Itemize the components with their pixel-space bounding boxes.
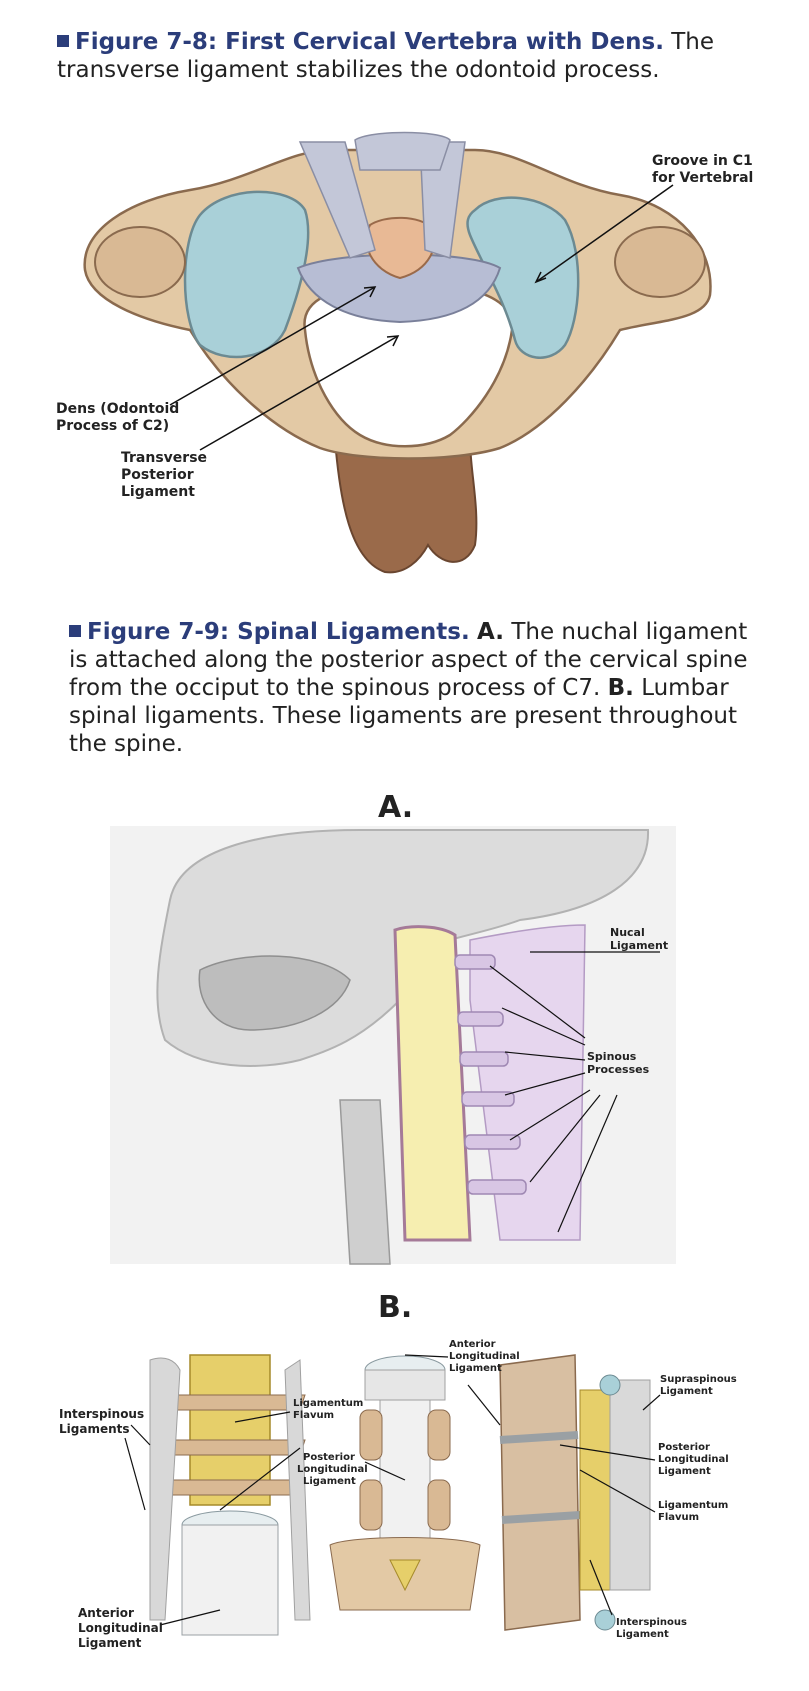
posterior-longitudinal-ligament-shape: [379, 1399, 431, 1611]
spinous-processes-label: Spinous Processes: [587, 1050, 650, 1076]
bullet-square-icon: [69, 625, 81, 637]
jaw-shape: [198, 955, 351, 1031]
trachea-shape: [339, 1099, 391, 1265]
groove-label: Groove in C1 for Vertebral: [652, 153, 758, 186]
right-articular-facet-shape: [466, 196, 580, 359]
spinous-base-shape: [333, 439, 478, 574]
transverse-leader-line: [199, 335, 399, 451]
spinous-process-shape: [457, 1011, 504, 1027]
figure-7-9-caption: Figure 7-9: Spinal Ligaments. A. The nuc…: [69, 618, 759, 758]
spinous-process-shape: [454, 954, 496, 970]
figure-7-9-title: Figure 7-9: Spinal Ligaments.: [87, 619, 470, 645]
dens-arrowhead: [363, 286, 377, 298]
lateral-view-spine: [499, 1354, 651, 1631]
left-transverse-process-shape: [94, 226, 186, 298]
spinous-process-shape: [459, 1051, 509, 1067]
left-alar-ligament-shape: [298, 141, 376, 259]
interspinous-ligament-right-label: Interspinous Ligament: [616, 1617, 690, 1640]
panel-a-background: [110, 826, 676, 1264]
spinous-process-shape: [464, 1134, 521, 1150]
panel-a-ref: A.: [477, 619, 505, 645]
c1-vertebra-illustration: Groove in C1 for Vertebral Dens (Odontoi…: [56, 131, 758, 574]
left-articular-facet-shape: [183, 190, 310, 359]
panel-b-leader-lines: [124, 1354, 661, 1626]
panel-b-letter: B.: [378, 1290, 413, 1325]
figure-7-8-title: Figure 7-8: First Cervical Vertebra with…: [75, 29, 664, 55]
nucal-ligament-label: Nucal Ligament: [610, 926, 668, 952]
spinous-process-shape: [467, 1179, 527, 1195]
supraspinous-ligament-label: Supraspinous Ligament: [660, 1374, 740, 1397]
nuchal-ligament-shape: [469, 924, 586, 1241]
panel-a-letter: A.: [378, 790, 414, 825]
posterior-longitudinal-right-label: Posterior Longitudinal Ligament: [658, 1442, 732, 1477]
transverse-arrowhead: [386, 335, 400, 347]
spinous-processes-group: [454, 954, 527, 1195]
apical-ligament-shape: [354, 131, 451, 171]
transverse-ligament-label: Transverse Posterior Ligament: [121, 450, 212, 500]
right-transverse-process-shape: [614, 226, 706, 298]
dens-leader-line: [169, 286, 376, 406]
ligamentum-flavum-shape: [189, 1354, 271, 1506]
skull-shape: [156, 828, 650, 1067]
ligamentum-flavum-left-label: Ligamentum Flavum: [293, 1398, 367, 1421]
interspinous-ligaments-left-label: Interspinous Ligaments: [59, 1407, 148, 1436]
cervical-spine-shape: [393, 925, 472, 1242]
ligamentum-flavum-right-label: Ligamentum Flavum: [658, 1500, 732, 1523]
groove-leader-line: [535, 184, 674, 283]
spinous-process-shape: [461, 1091, 515, 1107]
anterior-longitudinal-ligament-shape: [181, 1524, 279, 1636]
anterior-longitudinal-top-label: Anterior Longitudinal Ligament: [449, 1339, 523, 1374]
spinous-leader-lines: [489, 965, 618, 1233]
panel-b-text: Lumbar spinal ligaments. These ligaments…: [69, 675, 737, 757]
posterior-longitudinal-mid-label: Posterior Longitudinal Ligament: [297, 1452, 371, 1487]
groove-arrowhead: [534, 271, 547, 284]
dens-shape: [365, 216, 436, 280]
dens-label: Dens (Odontoid Process of C2): [56, 401, 184, 434]
bullet-square-icon: [57, 35, 69, 47]
figure-7-8-text: The transverse ligament stabilizes the o…: [57, 29, 715, 83]
posterior-view-spine: [149, 1354, 311, 1636]
panel-b-ref: B.: [607, 675, 634, 701]
figure-7-8-caption: Figure 7-8: First Cervical Vertebra with…: [57, 28, 757, 84]
middle-view-spine: [329, 1355, 481, 1611]
panel-a-text: The nuchal ligament is attached along th…: [69, 619, 748, 701]
anterior-longitudinal-left-label: Anterior Longitudinal Ligament: [78, 1606, 167, 1650]
